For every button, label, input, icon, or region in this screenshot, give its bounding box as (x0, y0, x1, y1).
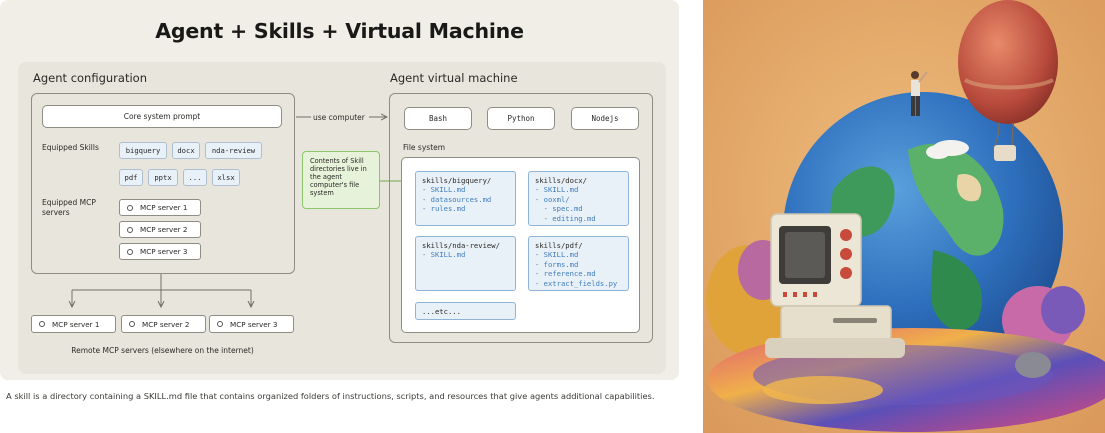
skill-directory: skills/docx/ - SKILL.md - ooxml/ - spec.… (528, 171, 629, 226)
skill-directory: skills/pdf/ - SKILL.md - forms.md - refe… (528, 236, 629, 291)
circle-icon (127, 204, 133, 211)
circle-icon (129, 321, 135, 327)
diagram-panel: Agent + Skills + Virtual Machine Agent c… (0, 0, 679, 380)
mcp-server: MCP server 2 (119, 221, 201, 238)
illustration-art (703, 0, 1105, 433)
globe-illustration (703, 0, 1105, 433)
mcp-server: MCP server 3 (119, 243, 201, 260)
diagram-caption: A skill is a directory containing a SKIL… (6, 391, 655, 401)
skill-chip: docx (172, 142, 200, 159)
circle-icon (39, 321, 45, 327)
remote-mcp-label: Remote MCP servers (elsewhere on the int… (71, 346, 254, 355)
skill-directory-etc: ...etc... (415, 302, 516, 320)
vm-heading: Agent virtual machine (390, 71, 518, 85)
remote-mcp-server: MCP server 1 (31, 315, 116, 333)
skill-chip: ... (183, 169, 207, 186)
equipped-mcp-label: Equipped MCP servers (42, 198, 96, 217)
tool-nodejs: Nodejs (571, 107, 639, 130)
tool-bash: Bash (404, 107, 472, 130)
skill-directory: skills/bigquery/ - SKILL.md - datasource… (415, 171, 516, 226)
file-system-label: File system (403, 143, 446, 152)
remote-mcp-server: MCP server 3 (209, 315, 294, 333)
skill-chip: pptx (148, 169, 178, 186)
core-system-prompt: Core system prompt (42, 105, 282, 128)
agent-config-heading: Agent configuration (33, 71, 147, 85)
agent-config-box (31, 93, 295, 274)
skill-directory: skills/nda-review/ - SKILL.md (415, 236, 516, 291)
skill-chip: pdf (119, 169, 143, 186)
skill-chip: xlsx (212, 169, 240, 186)
mcp-server: MCP server 1 (119, 199, 201, 216)
circle-icon (127, 226, 133, 233)
skill-files-note: Contents of Skill directories live in th… (302, 151, 380, 209)
circle-icon (217, 321, 223, 327)
remote-mcp-server: MCP server 2 (121, 315, 206, 333)
skill-chip: nda-review (205, 142, 262, 159)
vm-box (389, 93, 653, 343)
equipped-skills-label: Equipped Skills (42, 143, 99, 152)
tool-python: Python (487, 107, 555, 130)
circle-icon (127, 248, 133, 255)
diagram-title: Agent + Skills + Virtual Machine (155, 19, 524, 43)
use-computer-label: use computer (313, 113, 365, 122)
skill-chip: bigquery (119, 142, 167, 159)
